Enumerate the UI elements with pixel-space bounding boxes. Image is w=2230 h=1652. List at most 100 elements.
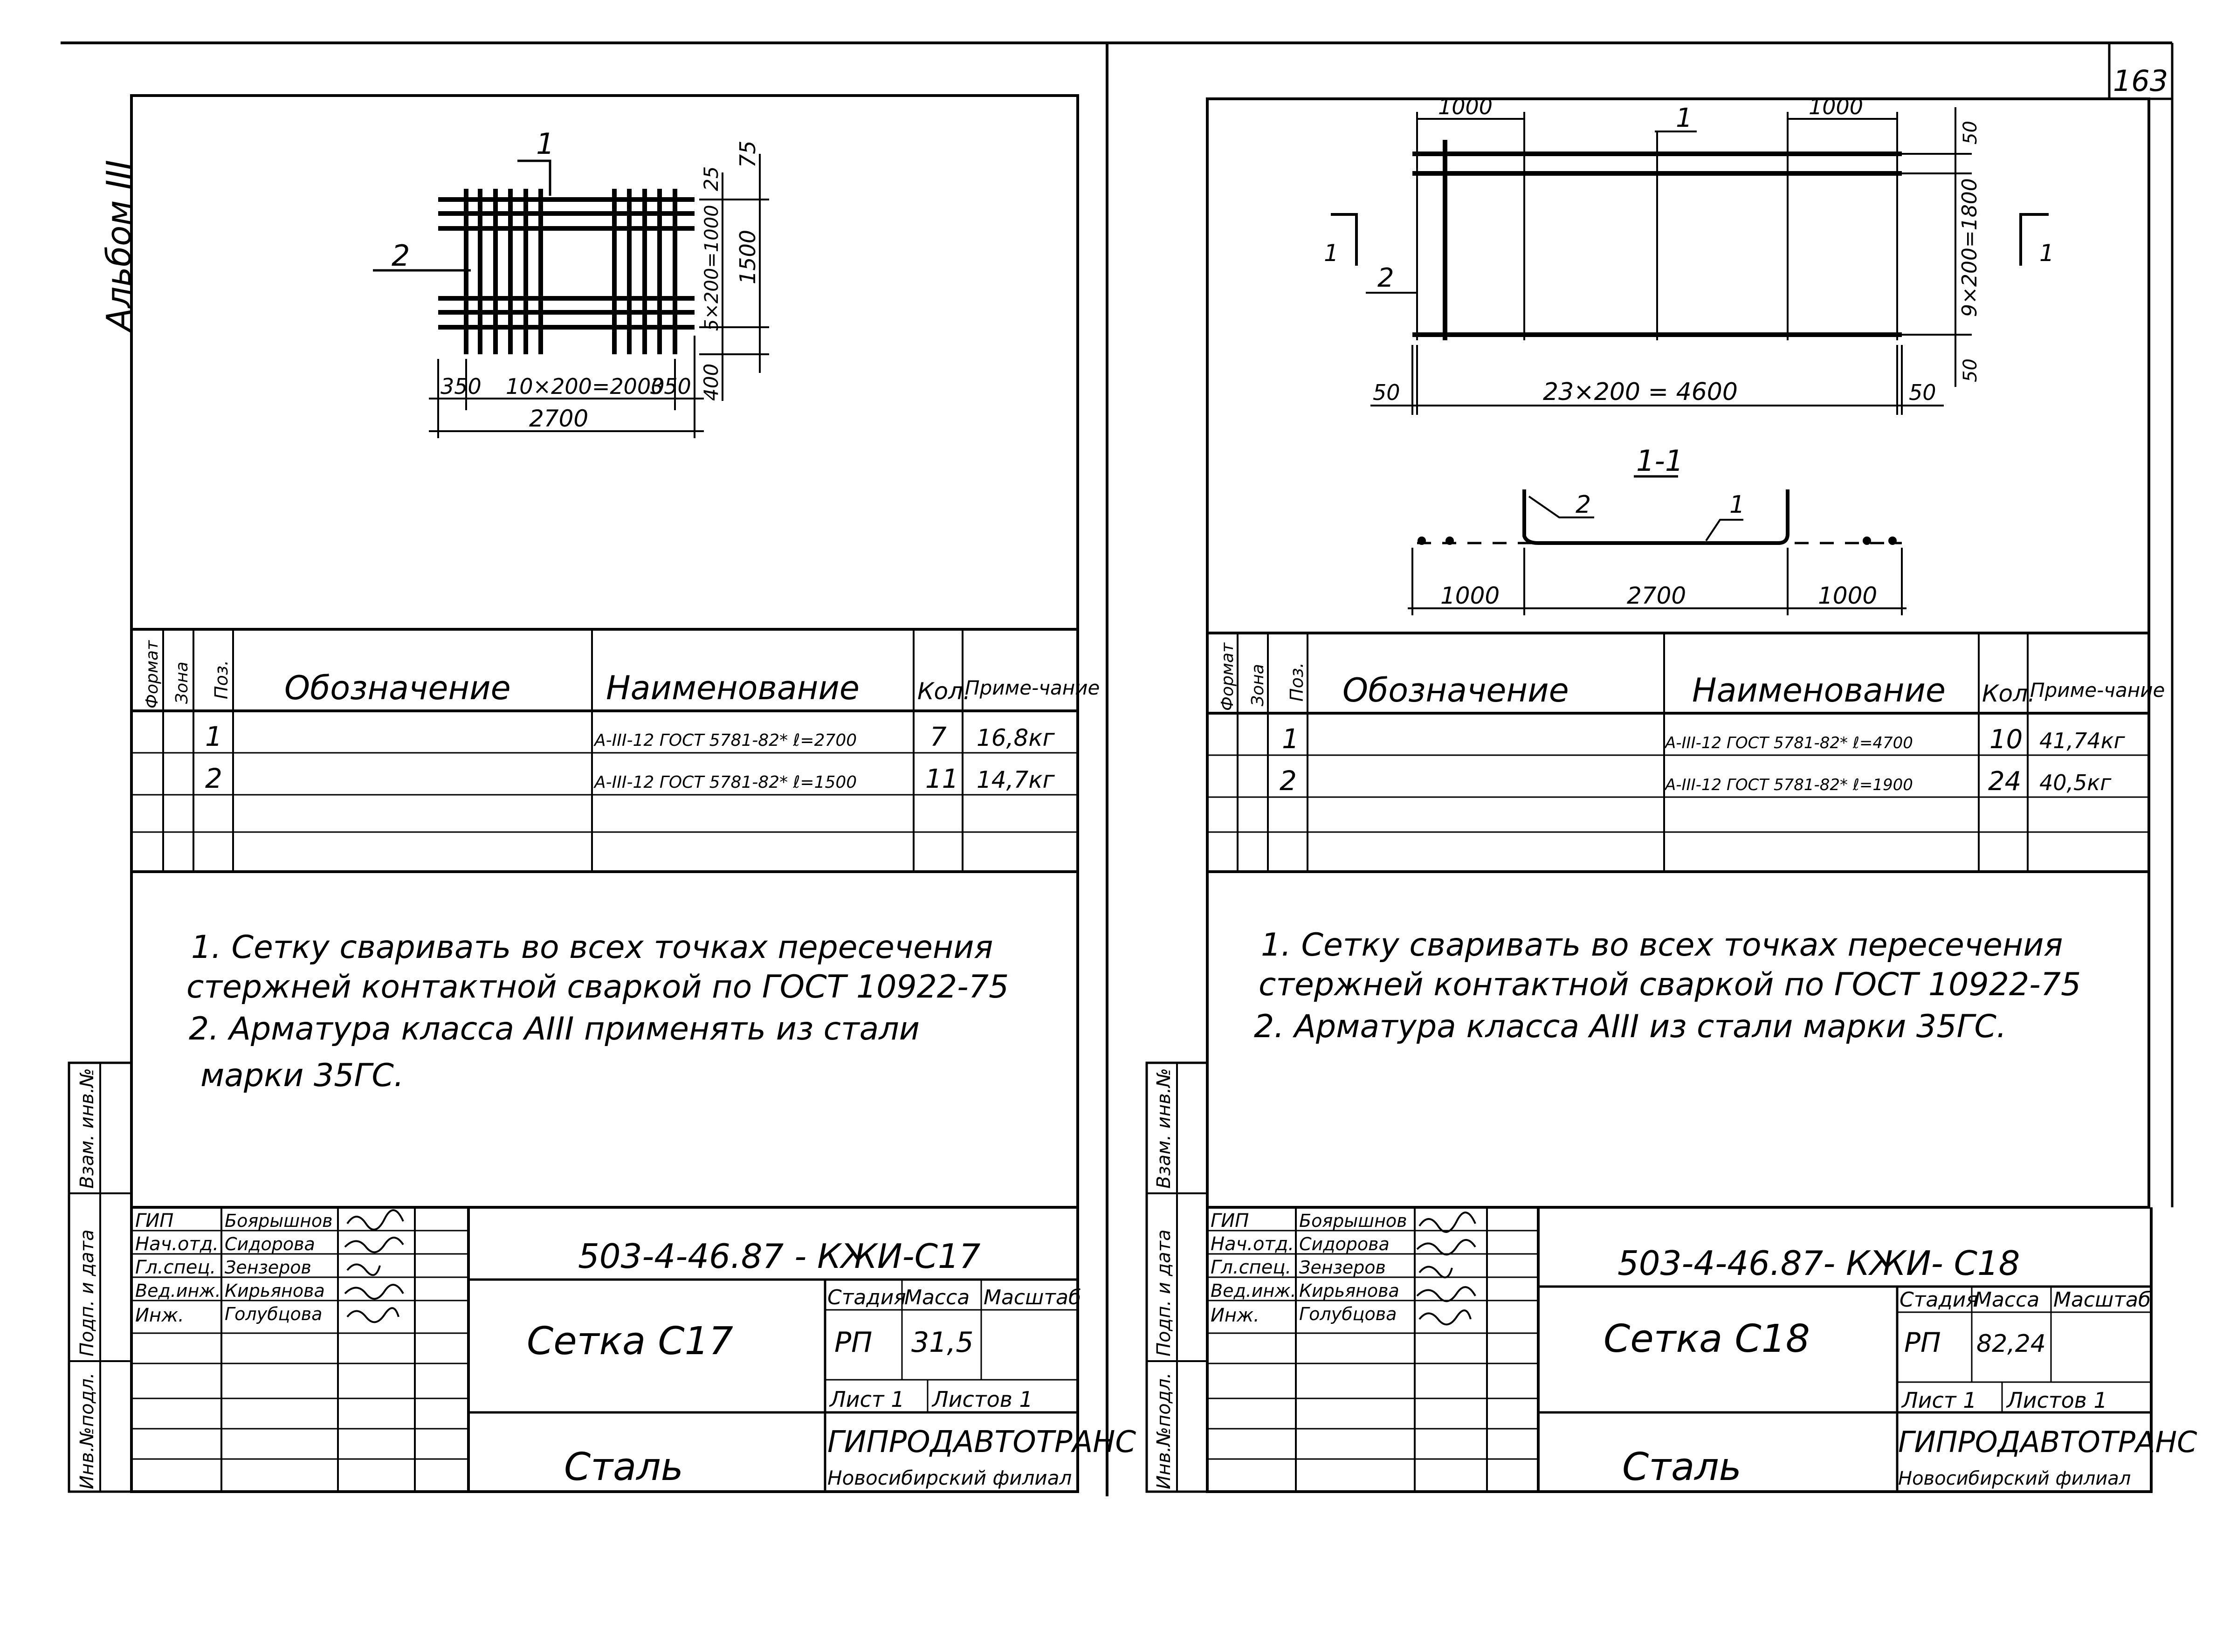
sheet-c18: Инв.№подл. Подп. и дата Взам. инв.№ xyxy=(1145,94,2197,1493)
hdr-format: Формат xyxy=(143,640,162,709)
note-line-3: 2. Арматура класса АIII из стали марки 3… xyxy=(1254,1008,2006,1045)
row2-note: 14,7кг xyxy=(977,766,1055,793)
dim-edge-50-top: 50 xyxy=(1960,121,1981,145)
sheet-title: Сетка С18 xyxy=(1604,1317,1810,1361)
side-stamp-inv: Инв.№подл. xyxy=(1153,1372,1175,1489)
section-pos1: 1 xyxy=(1729,491,1745,519)
notes-c18: 1. Сетку сваривать во всех точках пересе… xyxy=(1254,927,2081,1045)
side-stamp-replace: Взам. инв.№ xyxy=(1153,1068,1175,1189)
pos2-label: 2 xyxy=(1377,263,1394,293)
person-3: Зензеров xyxy=(225,1257,311,1278)
dim-top-right: 1000 xyxy=(1809,94,1863,119)
row2-note: 40,5кг xyxy=(2039,770,2112,795)
dim-top-edge: 25 xyxy=(700,166,723,191)
spec-table-c17: Формат Зона Поз. Обозначение Наименовани… xyxy=(131,628,1100,873)
mass: 82,24 xyxy=(1976,1330,2046,1358)
role-2: Нач.отд. xyxy=(135,1233,219,1255)
section-mark-left: 1 xyxy=(1324,240,1339,267)
hdr-qty: Кол. xyxy=(1982,680,2035,707)
sheet-no: Лист 1 xyxy=(1901,1388,1976,1413)
org-name: ГИПРОДАВТОТРАНС xyxy=(1898,1425,2197,1459)
dim-left-50: 50 xyxy=(1373,380,1400,405)
col-scale: Масштаб xyxy=(2053,1288,2151,1312)
dim-edge-left: 350 xyxy=(440,374,482,399)
dim-height-inner: 5×200=1000 xyxy=(701,205,723,331)
row1-name: А-III-12 ГОСТ 5781-82* ℓ=4700 xyxy=(1664,734,1913,752)
sheets-count: Листов 1 xyxy=(931,1387,1033,1412)
row2-name: А-III-12 ГОСТ 5781-82* ℓ=1900 xyxy=(1664,776,1913,794)
material: Сталь xyxy=(564,1445,683,1489)
role-5: Инж. xyxy=(135,1305,184,1326)
note-line-4: марки 35ГС. xyxy=(200,1057,404,1094)
col-stage: Стадия xyxy=(827,1286,906,1309)
row1-name: А-III-12 ГОСТ 5781-82* ℓ=2700 xyxy=(593,731,857,750)
sheets-count: Листов 1 xyxy=(2006,1388,2107,1413)
hdr-pos: Поз. xyxy=(211,660,232,699)
pos1-label: 1 xyxy=(536,127,554,161)
dim-top-75: 75 xyxy=(735,140,760,168)
notes-c17: 1. Сетку сваривать во всех точках пересе… xyxy=(186,929,1009,1094)
hdr-designation: Обозначение xyxy=(1342,671,1569,709)
hdr-name: Наименование xyxy=(1692,671,1946,709)
row2-qty: 11 xyxy=(925,764,958,794)
hdr-designation: Обозначение xyxy=(284,669,511,707)
role-1: ГИП xyxy=(135,1210,173,1232)
side-stamp-replace: Взам. инв.№ xyxy=(76,1068,98,1189)
note-line-1: 1. Сетку сваривать во всех точках пересе… xyxy=(191,929,993,966)
role-4: Вед.инж. xyxy=(135,1280,221,1301)
hdr-note: Приме-чание xyxy=(2030,679,2165,702)
pos1-label: 1 xyxy=(1676,103,1693,133)
col-stage: Стадия xyxy=(1900,1288,1978,1312)
hdr-name: Наименование xyxy=(606,669,860,707)
hdr-pos: Поз. xyxy=(1287,662,1307,702)
org-name: ГИПРОДАВТОТРАНС xyxy=(827,1425,1136,1459)
role-2: Нач.отд. xyxy=(1211,1233,1294,1255)
col-mass: Масса xyxy=(1974,1288,2039,1312)
signatures xyxy=(1416,1211,1476,1326)
section-title: 1-1 xyxy=(1636,444,1683,478)
role-3: Гл.спец. xyxy=(1211,1257,1291,1278)
row1-qty: 10 xyxy=(1989,724,2023,755)
sheet-frame xyxy=(130,94,1079,1493)
person-4: Кирьянова xyxy=(225,1280,325,1301)
person-1: Боярышнов xyxy=(1299,1211,1407,1231)
hdr-format: Формат xyxy=(1218,642,1237,711)
dim-span: 10×200=2000 xyxy=(506,374,665,399)
sheet-frame-upper xyxy=(1206,97,2150,1209)
section-1-1: 1-1 2 1 1000 2700 1000 xyxy=(1408,444,1907,615)
page-number: 163 xyxy=(2113,64,2168,98)
hdr-zone: Зона xyxy=(1248,664,1267,706)
dim-edge-right: 350 xyxy=(650,374,691,399)
hdr-qty: Кол. xyxy=(917,678,970,705)
section-dim-right: 1000 xyxy=(1818,582,1877,609)
sheet-title: Сетка С17 xyxy=(527,1319,733,1363)
dim-span: 23×200 = 4600 xyxy=(1543,378,1738,406)
row1-pos: 1 xyxy=(205,721,222,752)
row2-pos: 2 xyxy=(1280,765,1297,797)
person-4: Кирьянова xyxy=(1299,1280,1399,1301)
title-block-c18: ГИП Нач.отд. Гл.спец. Вед.инж. Инж. Бояр… xyxy=(1207,1207,2197,1492)
note-line-2: стержней контактной сваркой по ГОСТ 1092… xyxy=(186,969,1009,1005)
dim-height: 9×200=1800 xyxy=(1958,178,1982,317)
dim-right-50: 50 xyxy=(1909,380,1936,405)
row1-note: 16,8кг xyxy=(977,724,1055,751)
dim-edge-50-bottom: 50 xyxy=(1960,358,1981,382)
title-block-c17: ГИП Нач.отд. Гл.спец. Вед.инж. Инж. Бояр… xyxy=(131,1206,1136,1492)
section-dim-left: 1000 xyxy=(1440,582,1500,609)
material: Сталь xyxy=(1622,1445,1741,1489)
branch-name: Новосибирский филиал xyxy=(827,1466,1072,1489)
hdr-note: Приме-чание xyxy=(965,676,1100,699)
mass: 31,5 xyxy=(911,1326,974,1359)
row2-name: А-III-12 ГОСТ 5781-82* ℓ=1500 xyxy=(593,773,857,792)
role-5: Инж. xyxy=(1211,1305,1260,1326)
stage: РП xyxy=(1904,1327,1941,1358)
hdr-zone: Зона xyxy=(172,661,192,704)
note-line-1: 1. Сетку сваривать во всех точках пересе… xyxy=(1261,927,2063,964)
person-2: Сидорова xyxy=(225,1234,315,1254)
person-3: Зензеров xyxy=(1299,1257,1386,1278)
signatures xyxy=(344,1209,404,1323)
row2-pos: 2 xyxy=(205,763,222,794)
sheet-c17: Инв.№подл. Подп. и дата Взам. инв.№ xyxy=(68,94,1136,1493)
person-1: Боярышнов xyxy=(225,1211,333,1231)
